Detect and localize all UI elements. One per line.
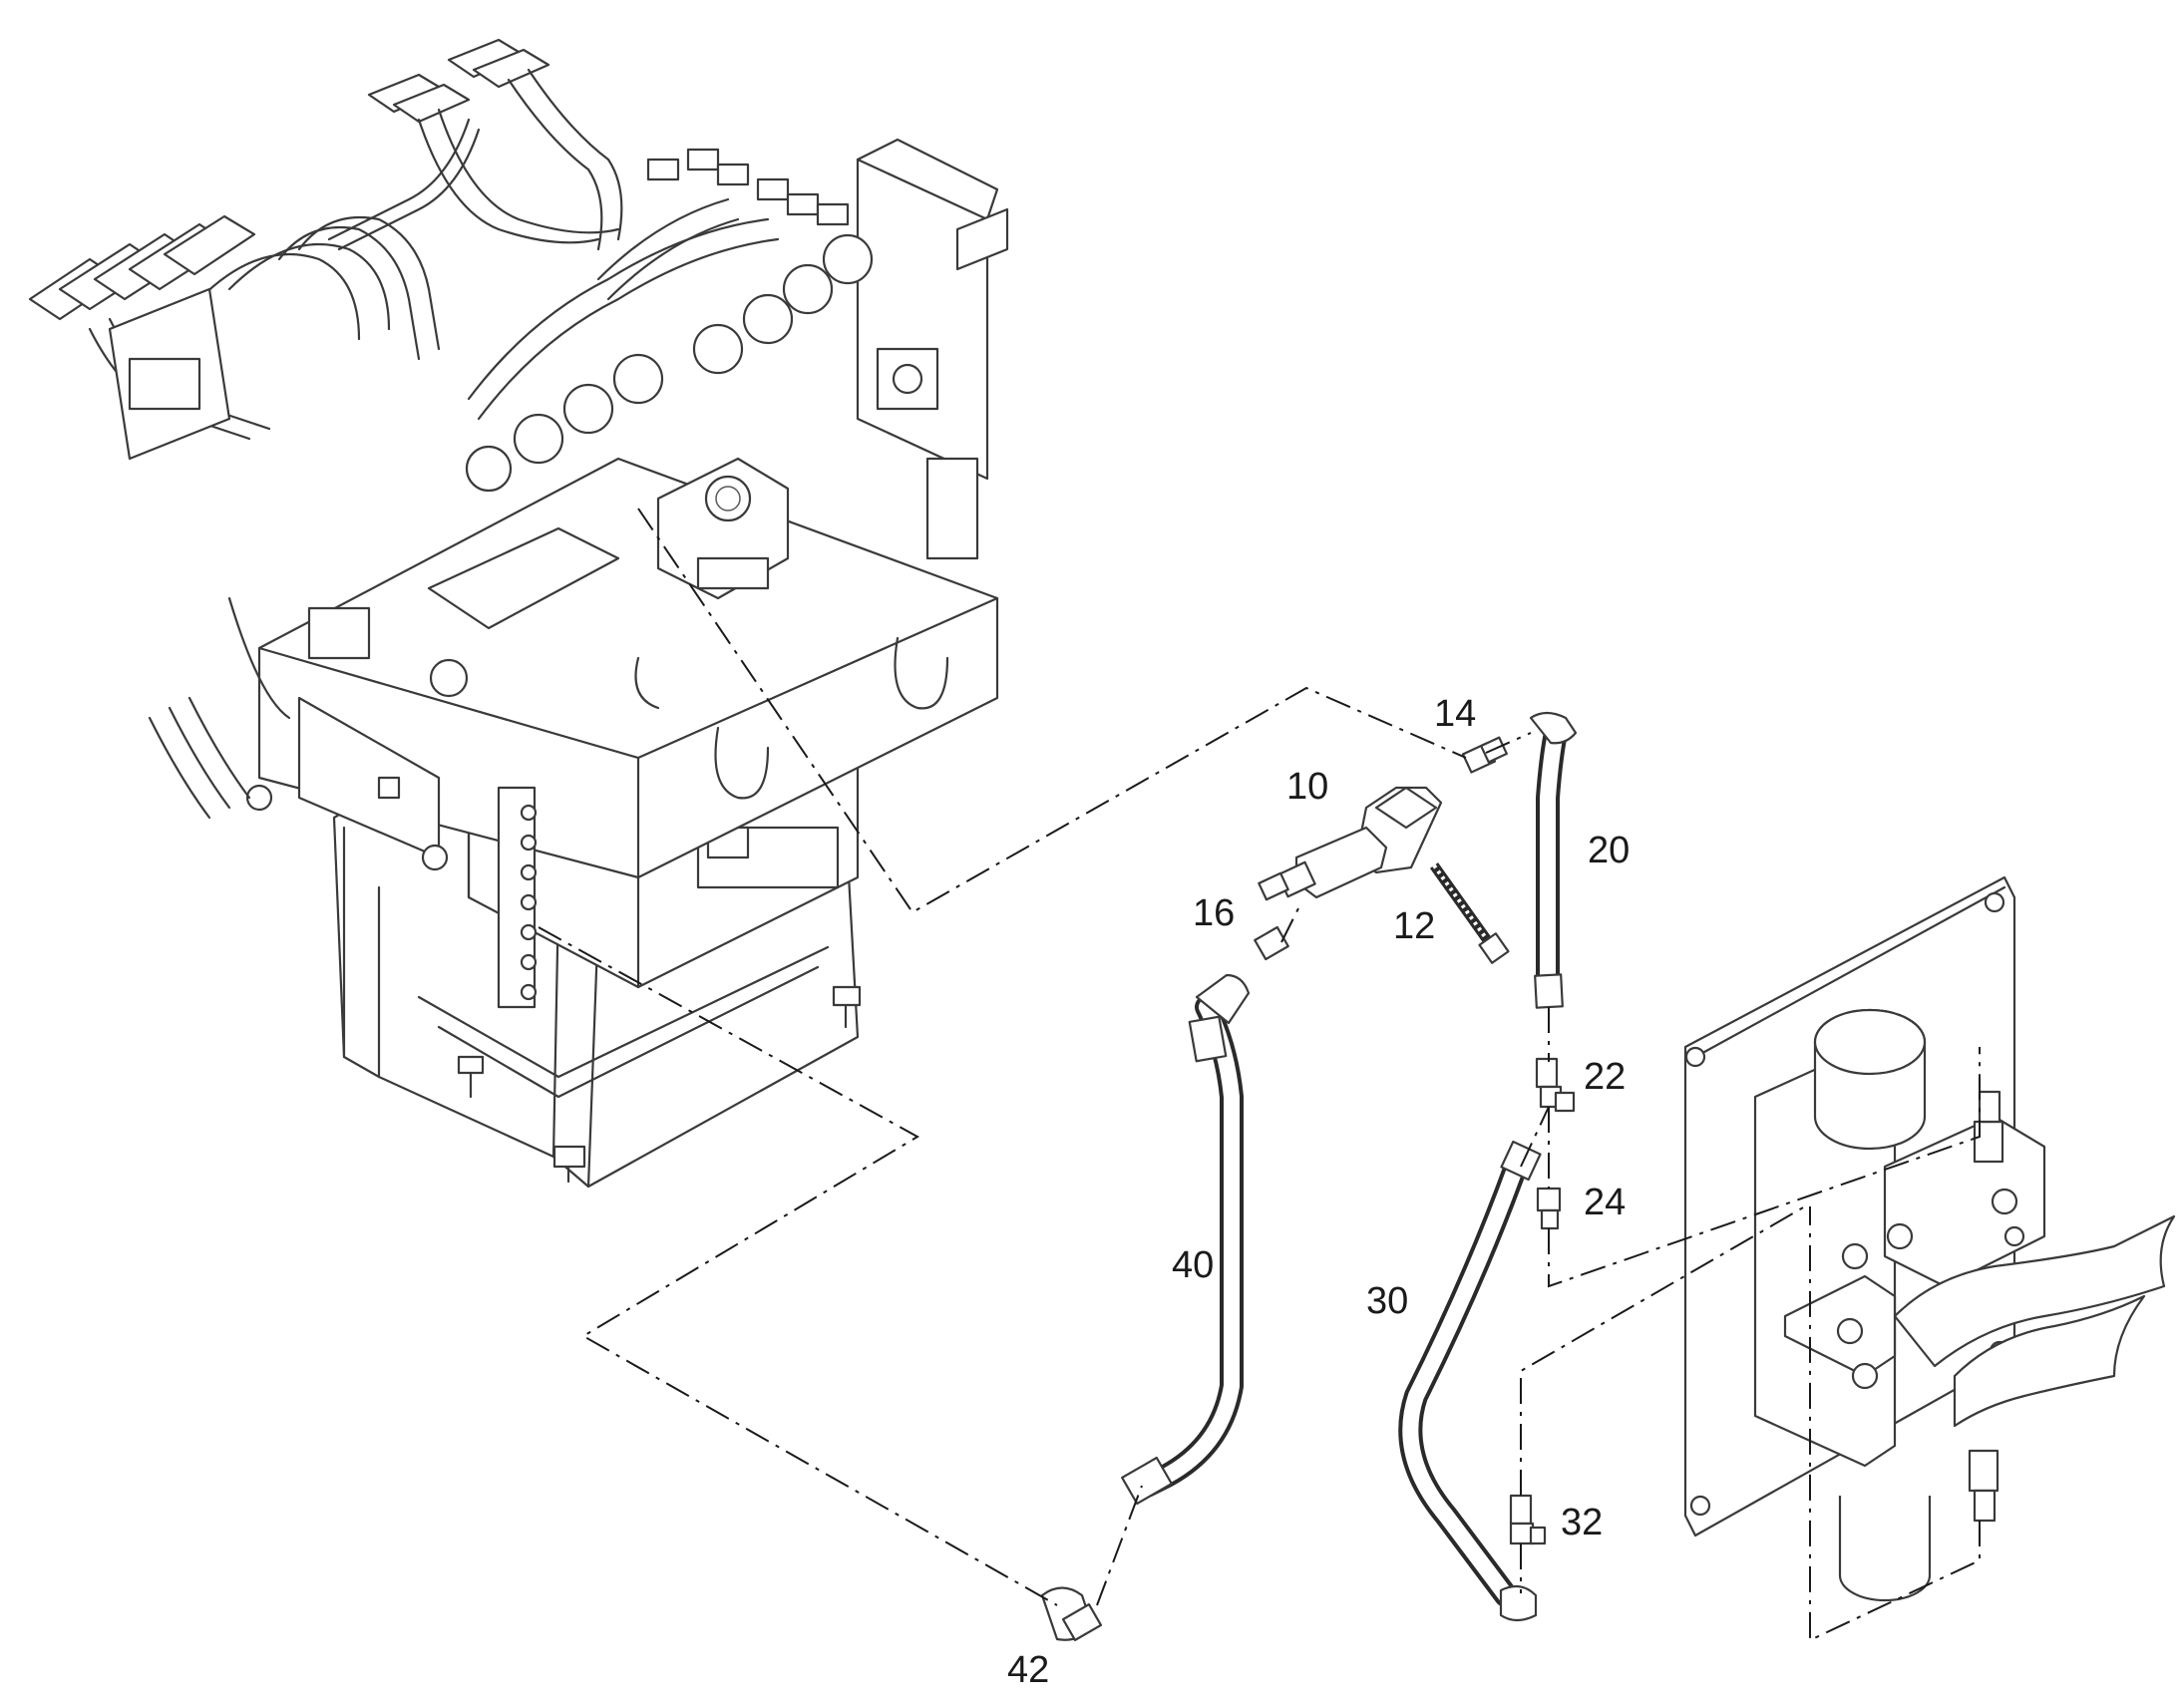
right-valve-assembly [1683,875,2176,1602]
callout-24: 24 [1584,1182,1627,1223]
connection-leaders [538,508,1981,1642]
callout-10: 10 [1286,766,1329,808]
callout-22: 22 [1584,1056,1627,1098]
accumulator-row [465,148,874,493]
hose-20 [1529,711,1578,1009]
callout-20: 20 [1588,830,1631,871]
hose-30 [1398,1140,1542,1622]
left-pedal-set [28,214,441,461]
callout-30: 30 [1366,1280,1409,1322]
adapter-14 [1461,736,1508,774]
machine-assembly [28,38,1009,1189]
tee-32 [1509,1494,1547,1545]
elbow-42 [1040,1586,1103,1641]
pressure-switch-10 [1258,786,1443,901]
callout-40: 40 [1172,1244,1215,1286]
callout-32: 32 [1561,1502,1604,1543]
callout-16: 16 [1193,892,1236,934]
hose-40 [1121,973,1251,1506]
callout-14: 14 [1434,693,1477,735]
callout-42: 42 [1007,1649,1050,1691]
tee-22 [1535,1057,1576,1113]
top-pedal-set [327,38,623,251]
callout-12: 12 [1393,905,1436,947]
center-control-block [656,457,790,600]
bolt-12 [1429,862,1510,964]
adapter-16 [1254,925,1289,961]
side-manifold [497,786,538,1009]
adapter-24 [1536,1187,1562,1230]
